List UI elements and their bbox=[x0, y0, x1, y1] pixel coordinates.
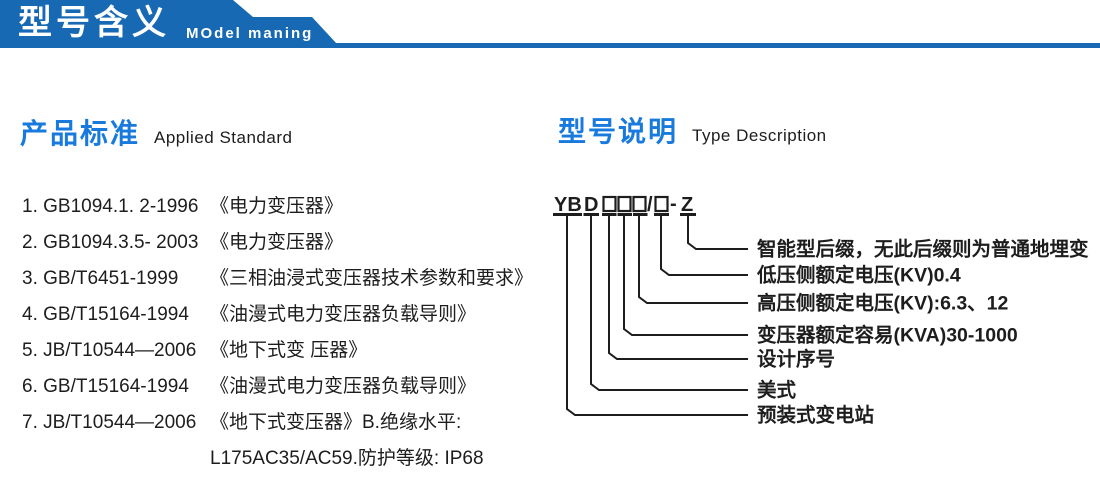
standards-heading-en: Applied Standard bbox=[154, 128, 293, 147]
leader-box3 bbox=[638, 216, 748, 304]
banner-polygon bbox=[0, 0, 337, 44]
label-prefab-substation: 预装式变电站 bbox=[757, 404, 875, 427]
page-title: 型号含义 bbox=[18, 4, 170, 42]
code-segment-yb: YB bbox=[554, 194, 582, 216]
standard-row: 6. GB/T15164-1994 《油漫式电力变压器负载导则》 bbox=[22, 376, 552, 398]
code-segment-d: D bbox=[584, 194, 598, 216]
standard-row: 5. JB/T10544—2006 《地下式变 压器》 bbox=[22, 340, 552, 362]
leader-yb bbox=[566, 216, 748, 416]
standard-row: 4. GB/T15164-1994 《油漫式电力变压器负载导则》 bbox=[22, 304, 552, 326]
standard-title: 《电力变压器》 bbox=[210, 232, 344, 253]
standard-title: 《三相油浸式变压器技术参数和要求》 bbox=[210, 268, 534, 289]
label-american-style: 美式 bbox=[757, 379, 797, 402]
standard-row: L175AC35/AC59.防护等级: IP68 bbox=[22, 448, 552, 470]
code-segment-dash: - bbox=[670, 193, 677, 215]
banner-shape bbox=[0, 0, 1100, 48]
leader-lines bbox=[566, 216, 748, 416]
standard-code: 4. GB/T15164-1994 bbox=[22, 304, 189, 325]
standard-row: 1. GB1094.1. 2-1996 《电力变压器》 bbox=[22, 196, 552, 218]
page-subtitle: MOdel maning bbox=[186, 25, 314, 42]
standards-heading: 产品标准 Applied Standard bbox=[20, 112, 292, 152]
banner-rule bbox=[0, 43, 1100, 48]
standard-code: 5. JB/T10544—2006 bbox=[22, 340, 197, 361]
standard-code: 1. GB1094.1. 2-1996 bbox=[22, 196, 199, 217]
standards-heading-cn: 产品标准 bbox=[20, 118, 141, 149]
code-placeholder-box bbox=[654, 195, 669, 213]
standard-title: 《电力变压器》 bbox=[210, 196, 344, 217]
model-code-diagram: YB D / - Z 智能型后缀，无此后缀则为普 bbox=[553, 193, 1089, 427]
standard-title: 《油漫式电力变压器负载导则》 bbox=[210, 304, 477, 325]
standard-code: 6. GB/T15164-1994 bbox=[22, 376, 189, 397]
model-heading-en: Type Description bbox=[692, 126, 827, 145]
label-design-serial: 设计序号 bbox=[757, 348, 835, 371]
standard-row: 2. GB1094.3.5- 2003 《电力变压器》 bbox=[22, 232, 552, 254]
standard-title: 《地下式变 压器》 bbox=[210, 340, 368, 361]
model-heading-cn: 型号说明 bbox=[558, 116, 679, 147]
standards-list: 1. GB1094.1. 2-1996 《电力变压器》 2. GB1094.3.… bbox=[22, 196, 552, 470]
leader-z bbox=[687, 216, 748, 250]
code-placeholder-box bbox=[602, 195, 617, 213]
standard-title: L175AC35/AC59.防护等级: IP68 bbox=[210, 448, 484, 469]
model-heading: 型号说明 Type Description bbox=[558, 110, 827, 150]
standard-row: 7. JB/T10544—2006 《地下式变压器》B.绝缘水平: bbox=[22, 412, 552, 434]
code-placeholder-box bbox=[617, 195, 632, 213]
label-hv-voltage: 高压侧额定电压(KV):6.3、12 bbox=[757, 292, 1009, 315]
code-segment-slash: / bbox=[647, 194, 653, 216]
standard-code: 7. JB/T10544—2006 bbox=[22, 412, 197, 433]
label-lv-voltage: 低压侧额定电压(KV)0.4 bbox=[756, 264, 961, 287]
label-z-suffix: 智能型后缀，无此后缀则为普通地埋变 bbox=[757, 238, 1089, 261]
standard-row: 3. GB/T6451-1999 《三相油浸式变压器技术参数和要求》 bbox=[22, 268, 552, 290]
leader-box2 bbox=[623, 216, 748, 336]
standard-code bbox=[22, 448, 210, 470]
standard-code: 3. GB/T6451-1999 bbox=[22, 268, 179, 289]
standard-code: 2. GB1094.3.5- 2003 bbox=[22, 232, 199, 253]
leader-d bbox=[590, 216, 748, 391]
code-placeholder-box bbox=[632, 195, 647, 213]
label-rated-capacity: 变压器额定容易(KVA)30-1000 bbox=[757, 324, 1018, 347]
standard-title: 《地下式变压器》B.绝缘水平: bbox=[210, 412, 462, 433]
leader-box1 bbox=[608, 216, 748, 360]
standard-title: 《油漫式电力变压器负载导则》 bbox=[210, 376, 477, 397]
leader-box4 bbox=[660, 216, 748, 276]
code-segment-z: Z bbox=[681, 194, 693, 216]
